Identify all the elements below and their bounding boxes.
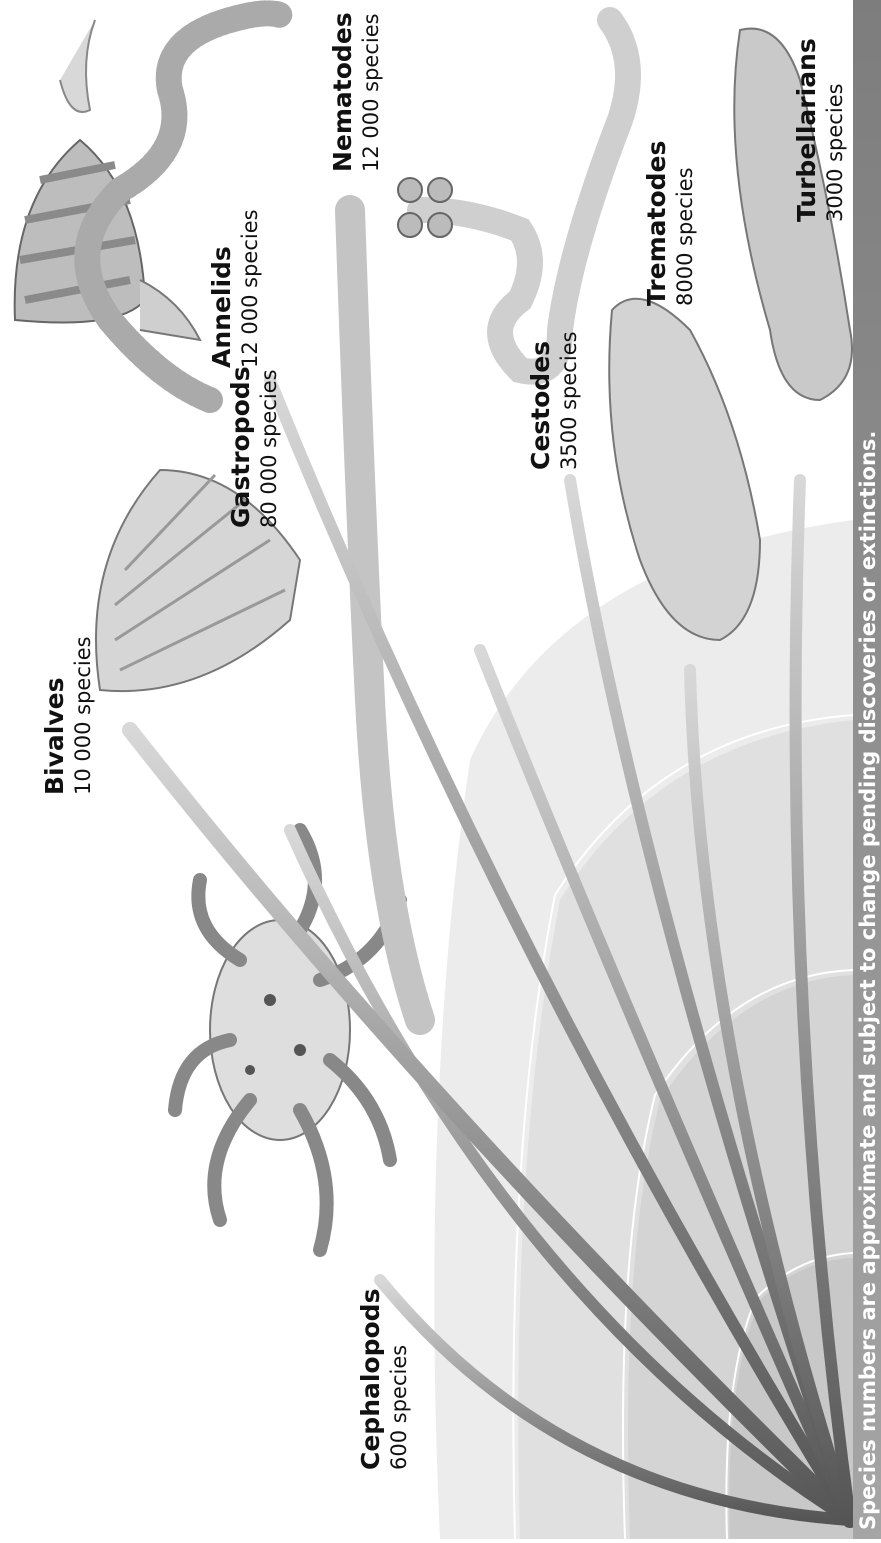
species-count: 8000 species <box>672 141 698 306</box>
octopus-icon <box>175 830 400 1250</box>
label-annelids: Annelids 12 000 species <box>207 209 263 368</box>
label-bivalves: Bivalves 10 000 species <box>40 636 96 795</box>
group-name: Nematodes <box>328 12 358 172</box>
species-count: 80 000 species <box>256 366 282 528</box>
cestode-tapeworm-icon <box>398 20 628 372</box>
species-count: 12 000 species <box>237 209 263 368</box>
label-nematodes: Nematodes 12 000 species <box>328 12 384 172</box>
label-gastropods: Gastropods 80 000 species <box>226 366 282 528</box>
footer-note: Species numbers are approximate and subj… <box>855 431 881 1530</box>
species-count: 3500 species <box>556 331 582 470</box>
group-name: Bivalves <box>40 636 70 795</box>
label-cephalopods: Cephalopods 600 species <box>356 1289 412 1470</box>
nematode-icon <box>350 210 420 1020</box>
species-count: 10 000 species <box>70 636 96 795</box>
label-cestodes: Cestodes 3500 species <box>526 331 582 470</box>
group-name: Annelids <box>207 209 237 368</box>
group-name: Cestodes <box>526 331 556 470</box>
species-count: 600 species <box>386 1289 412 1470</box>
label-turbellarians: Turbellarians 3000 species <box>792 38 848 222</box>
group-name: Cephalopods <box>356 1289 386 1470</box>
label-trematodes: Trematodes 8000 species <box>642 141 698 306</box>
species-count: 3000 species <box>822 38 848 222</box>
group-name: Trematodes <box>642 141 672 306</box>
species-count: 12 000 species <box>358 12 384 172</box>
group-name: Gastropods <box>226 366 256 528</box>
group-name: Turbellarians <box>792 38 822 222</box>
